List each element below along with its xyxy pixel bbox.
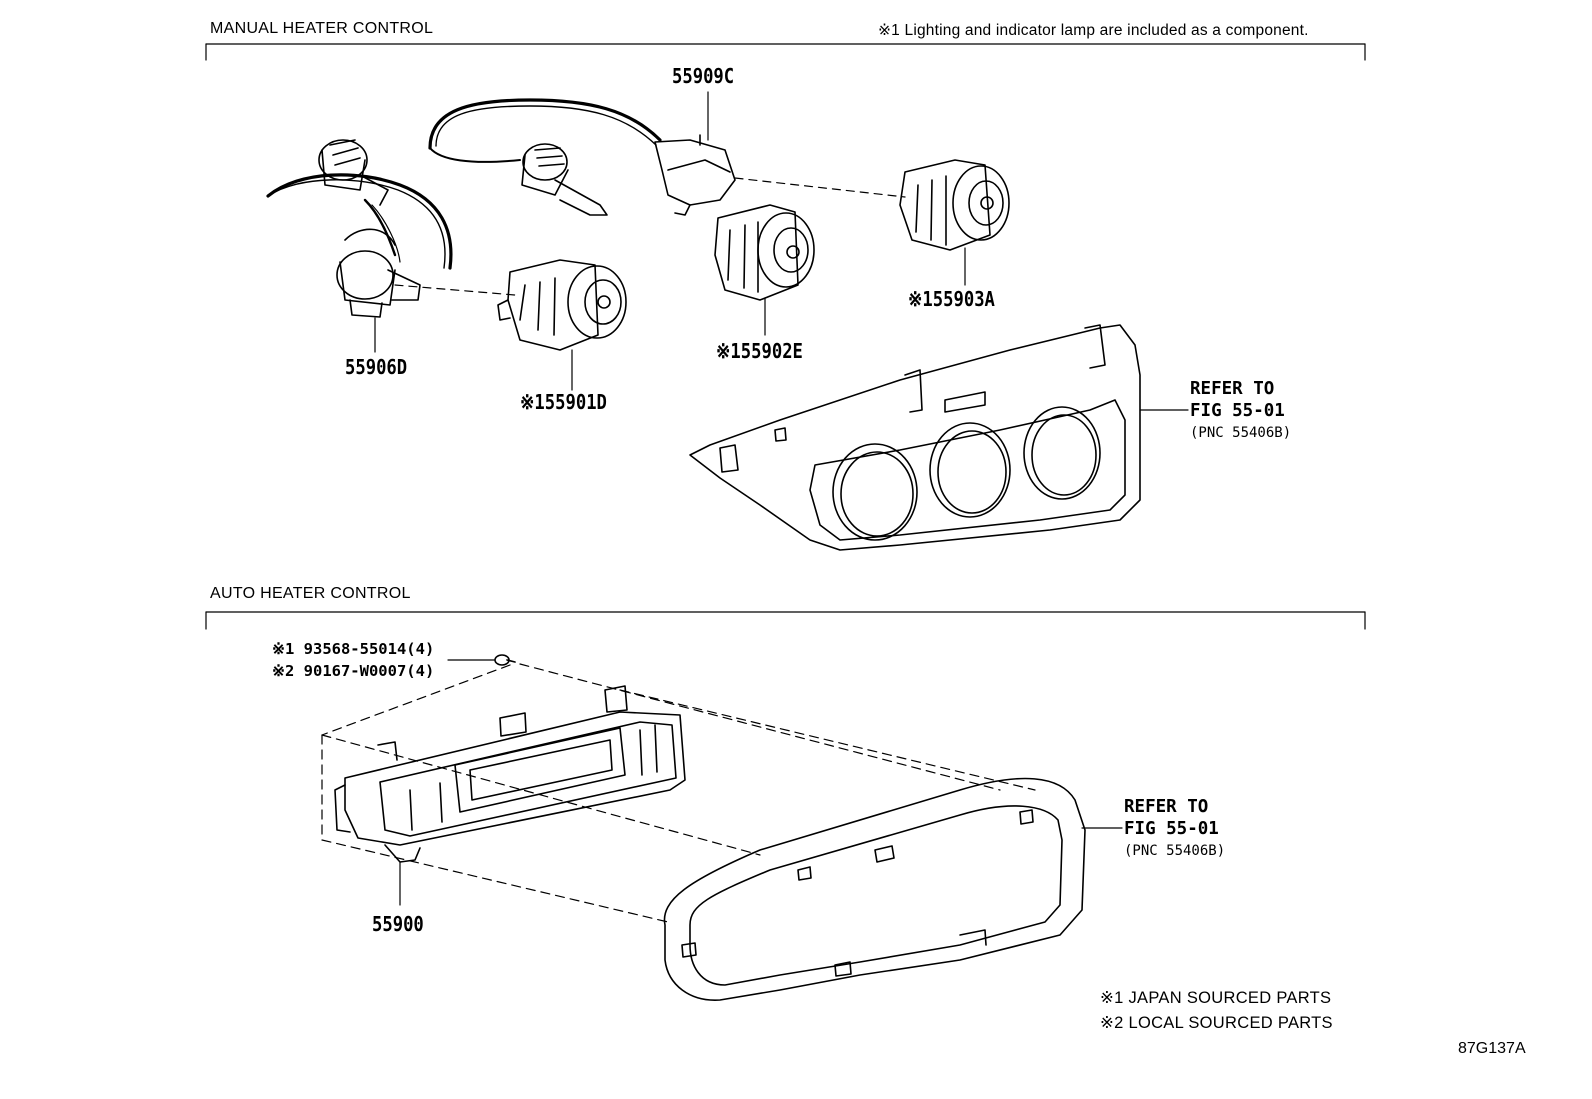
refer-manual-line1: REFER TO xyxy=(1190,379,1275,399)
knob-55901D xyxy=(497,259,627,391)
refer-manual-line3: (PNC 55406B) xyxy=(1190,425,1292,441)
legend-japan-sourced: ※1 JAPAN SOURCED PARTS xyxy=(1100,989,1332,1007)
manual-section-title: MANUAL HEATER CONTROL xyxy=(210,20,434,37)
part-label-55900[interactable]: 55900 xyxy=(372,912,424,936)
refer-manual: REFER TO FIG 55-01 (PNC 55406B) xyxy=(1190,378,1291,444)
part-label-screw-2[interactable]: ※2 90167-W0007(4) xyxy=(272,662,435,680)
part-label-55906D[interactable]: 55906D xyxy=(345,355,408,379)
part-label-55902E[interactable]: ※155902E xyxy=(716,339,803,363)
knob-55903A xyxy=(899,159,1010,286)
knob-55902E xyxy=(714,204,815,336)
manual-dashed-lines xyxy=(394,177,906,296)
auto-bezel-frame xyxy=(663,777,1123,1001)
refer-auto-line3: (PNC 55406B) xyxy=(1124,843,1226,859)
manual-bezel-panel xyxy=(689,324,1189,551)
part-label-55901D[interactable]: ※155901D xyxy=(520,390,607,414)
figure-code: 87G137A xyxy=(1458,1040,1526,1057)
manual-section-bracket xyxy=(205,43,1366,61)
part-label-screw-1[interactable]: ※1 93568-55014(4) xyxy=(272,640,435,658)
refer-manual-line2[interactable]: FIG 55-01 xyxy=(1190,401,1285,421)
manual-section-note: ※1 Lighting and indicator lamp are inclu… xyxy=(878,22,1309,39)
part-label-55909C[interactable]: 55909C xyxy=(672,64,735,88)
part-label-55903A[interactable]: ※155903A xyxy=(908,287,995,311)
auto-section-bracket xyxy=(205,611,1366,630)
cable-55906D xyxy=(266,139,453,353)
auto-section-title: AUTO HEATER CONTROL xyxy=(210,585,411,602)
screw xyxy=(447,654,516,666)
auto-dashed-lines xyxy=(321,663,1036,923)
refer-auto-line2[interactable]: FIG 55-01 xyxy=(1124,819,1219,839)
cable-55909C xyxy=(428,91,736,216)
refer-auto: REFER TO FIG 55-01 (PNC 55406B) xyxy=(1124,796,1225,862)
legend-local-sourced: ※2 LOCAL SOURCED PARTS xyxy=(1100,1014,1333,1032)
auto-control-unit xyxy=(334,685,686,906)
refer-auto-line1: REFER TO xyxy=(1124,797,1209,817)
